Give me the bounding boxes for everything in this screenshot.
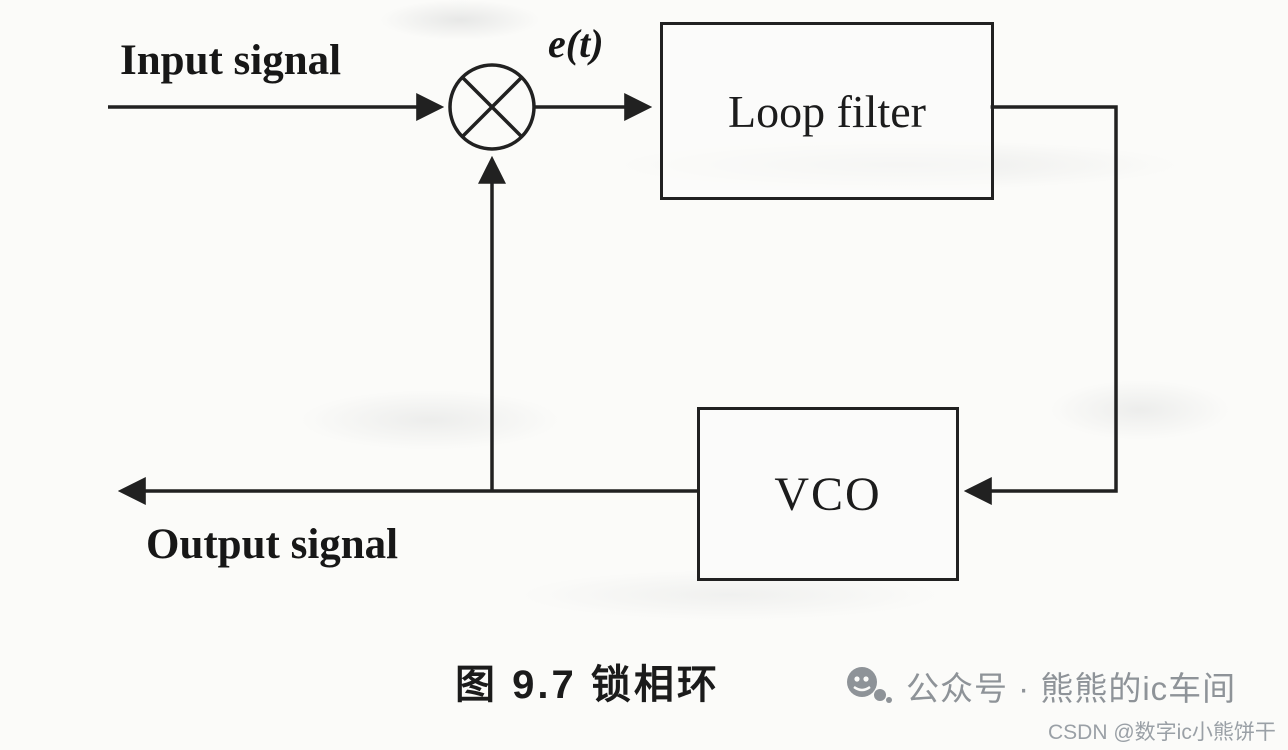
watermark: 公众号 · 熊熊的ic车间: [842, 662, 1236, 710]
loopfilter-to-vco-arrow: [963, 105, 1118, 505]
error-signal-label: e(t): [548, 21, 604, 66]
vco-label: VCO: [774, 467, 882, 521]
vco-block: VCO: [697, 407, 959, 581]
loop-filter-label: Loop filter: [728, 85, 926, 137]
csdn-credit: CSDN @数字ic小熊饼干: [1048, 721, 1276, 744]
loop-filter-block: Loop filter: [660, 22, 994, 200]
output-signal-label: Output signal: [146, 521, 399, 568]
watermark-text: 公众号 · 熊熊的ic车间: [906, 670, 1237, 707]
mixer-symbol: [448, 63, 536, 151]
wechat-official-account-icon: [847, 667, 892, 703]
figure-caption: 图 9.7 锁相环: [455, 663, 720, 707]
input-signal-label: Input signal: [120, 37, 342, 84]
